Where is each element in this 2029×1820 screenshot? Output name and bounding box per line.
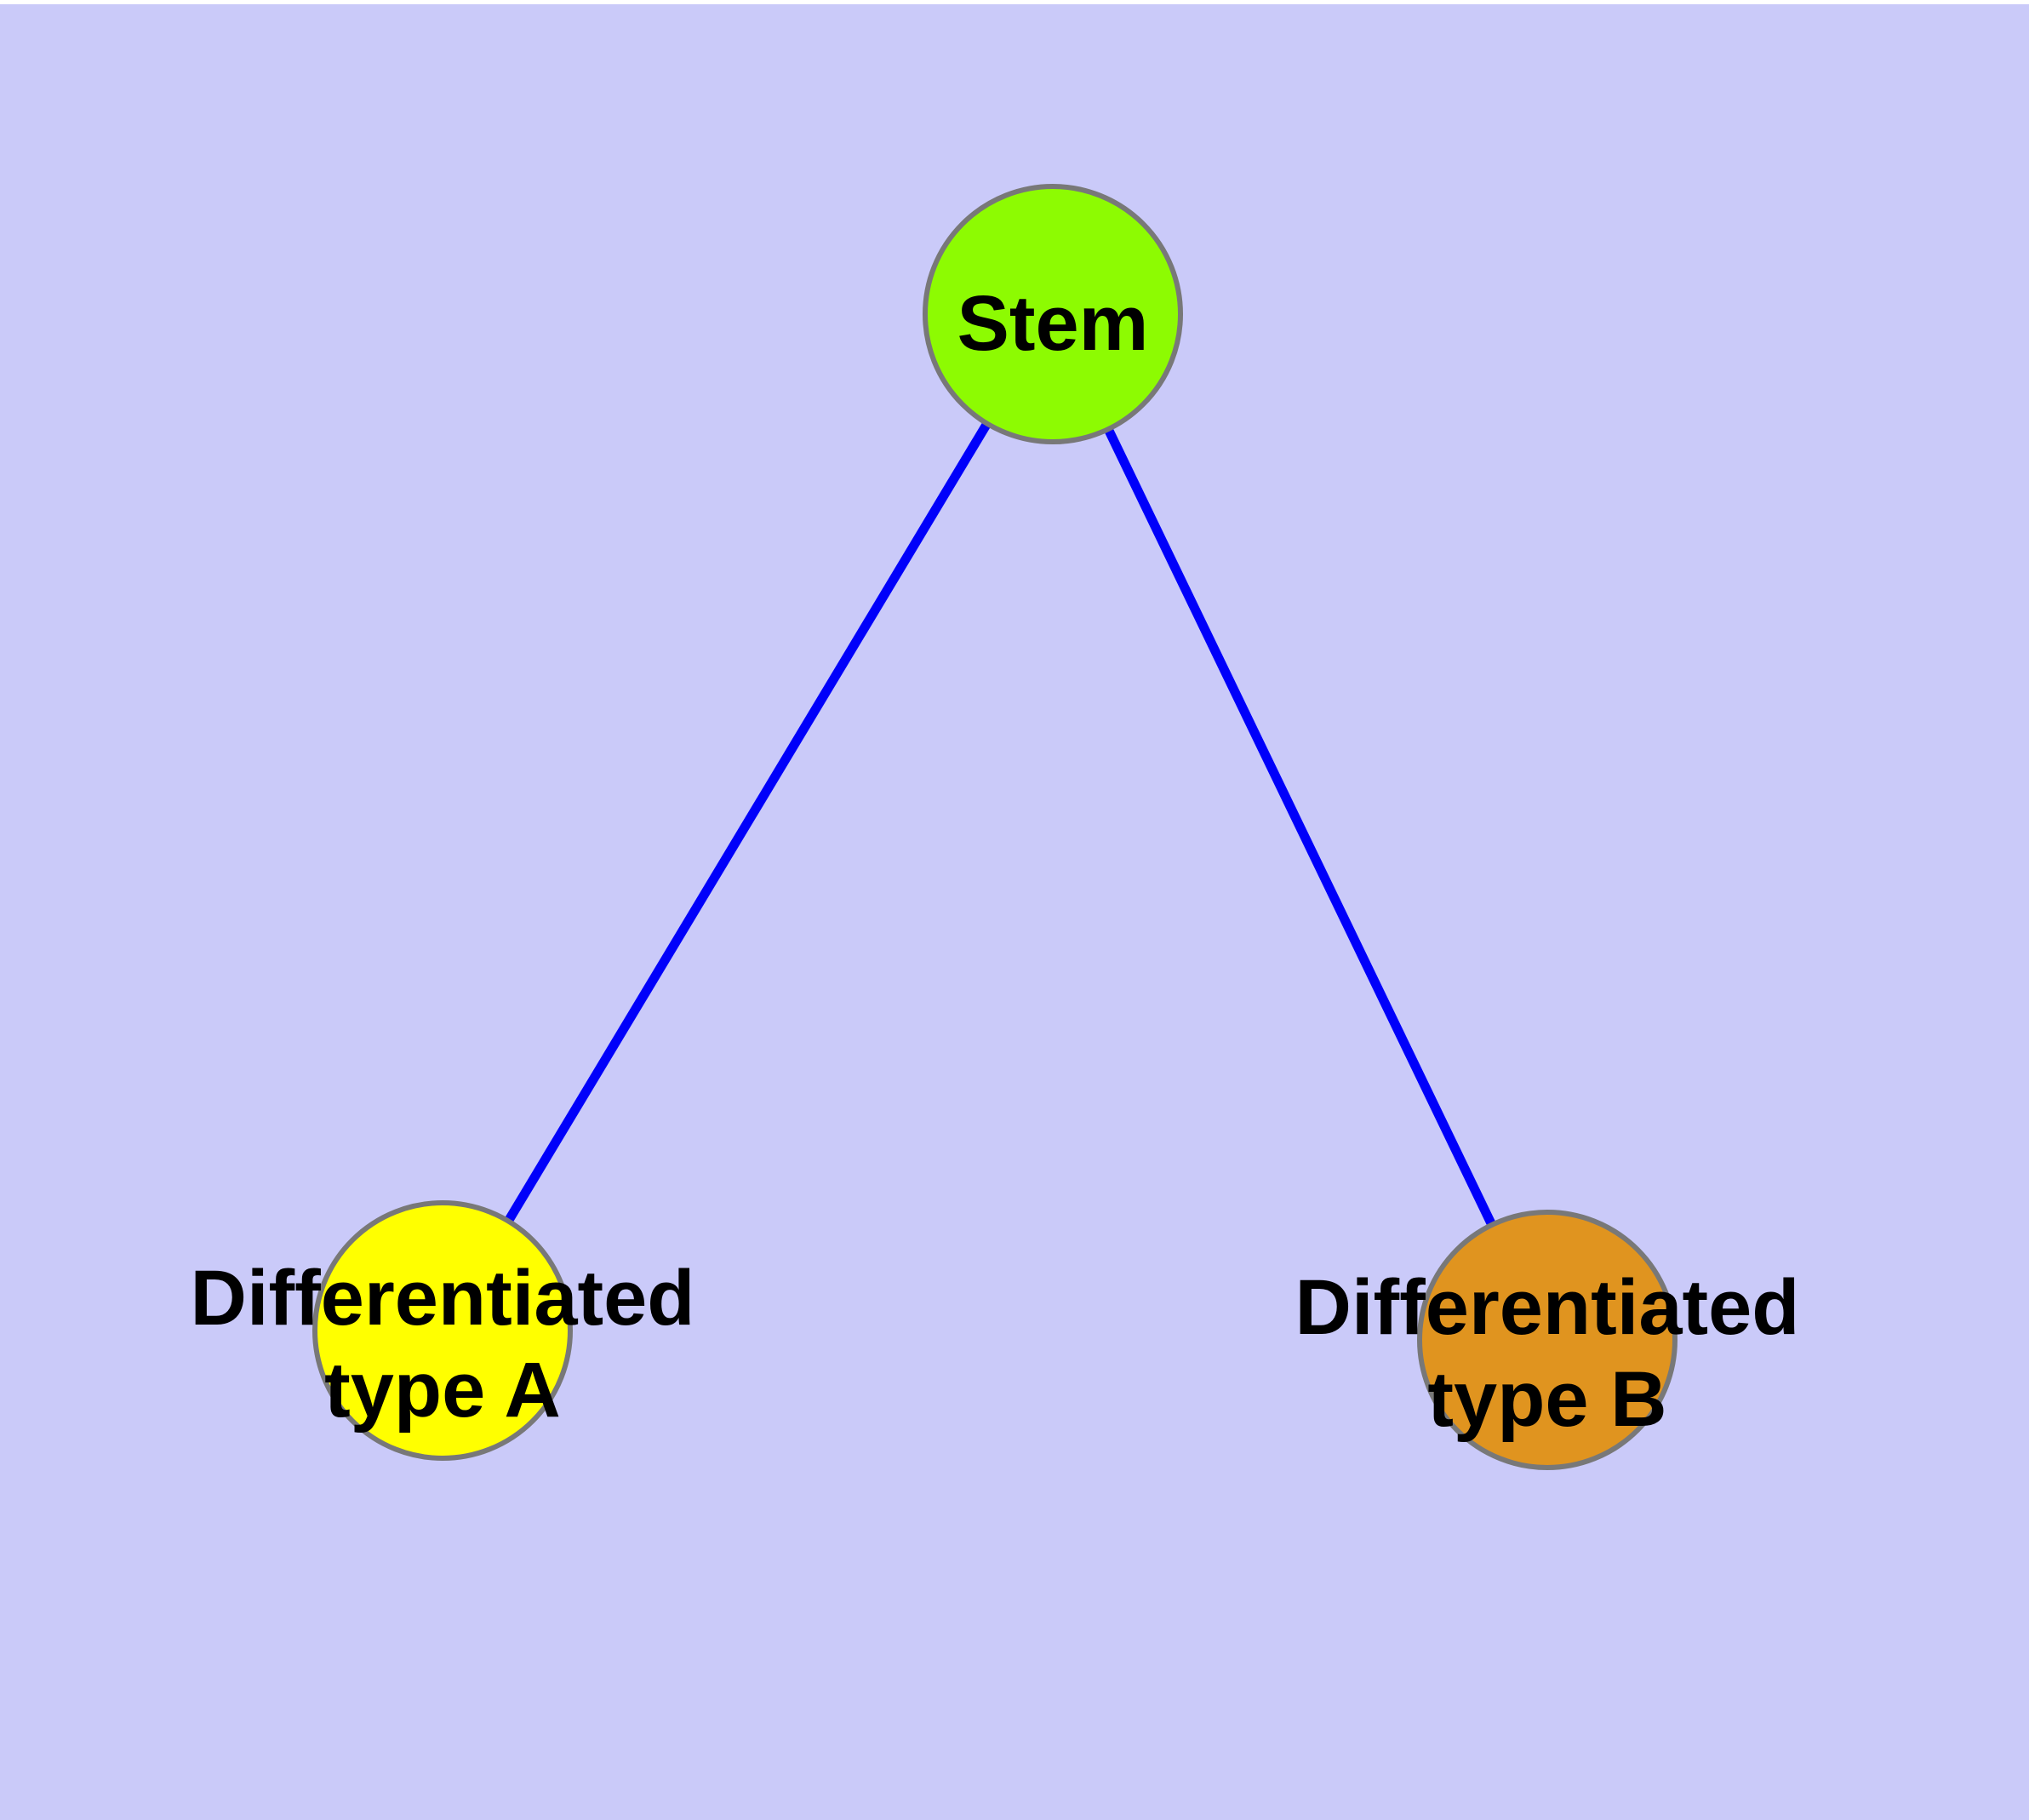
edge-stem-to-type-b <box>1049 312 1552 1342</box>
node-type-b[interactable] <box>1417 1210 1677 1470</box>
window-top-strip <box>0 0 2029 4</box>
node-stem[interactable] <box>923 184 1183 444</box>
edge-stem-to-type-a <box>438 312 1057 1333</box>
node-type-a[interactable] <box>312 1200 573 1461</box>
